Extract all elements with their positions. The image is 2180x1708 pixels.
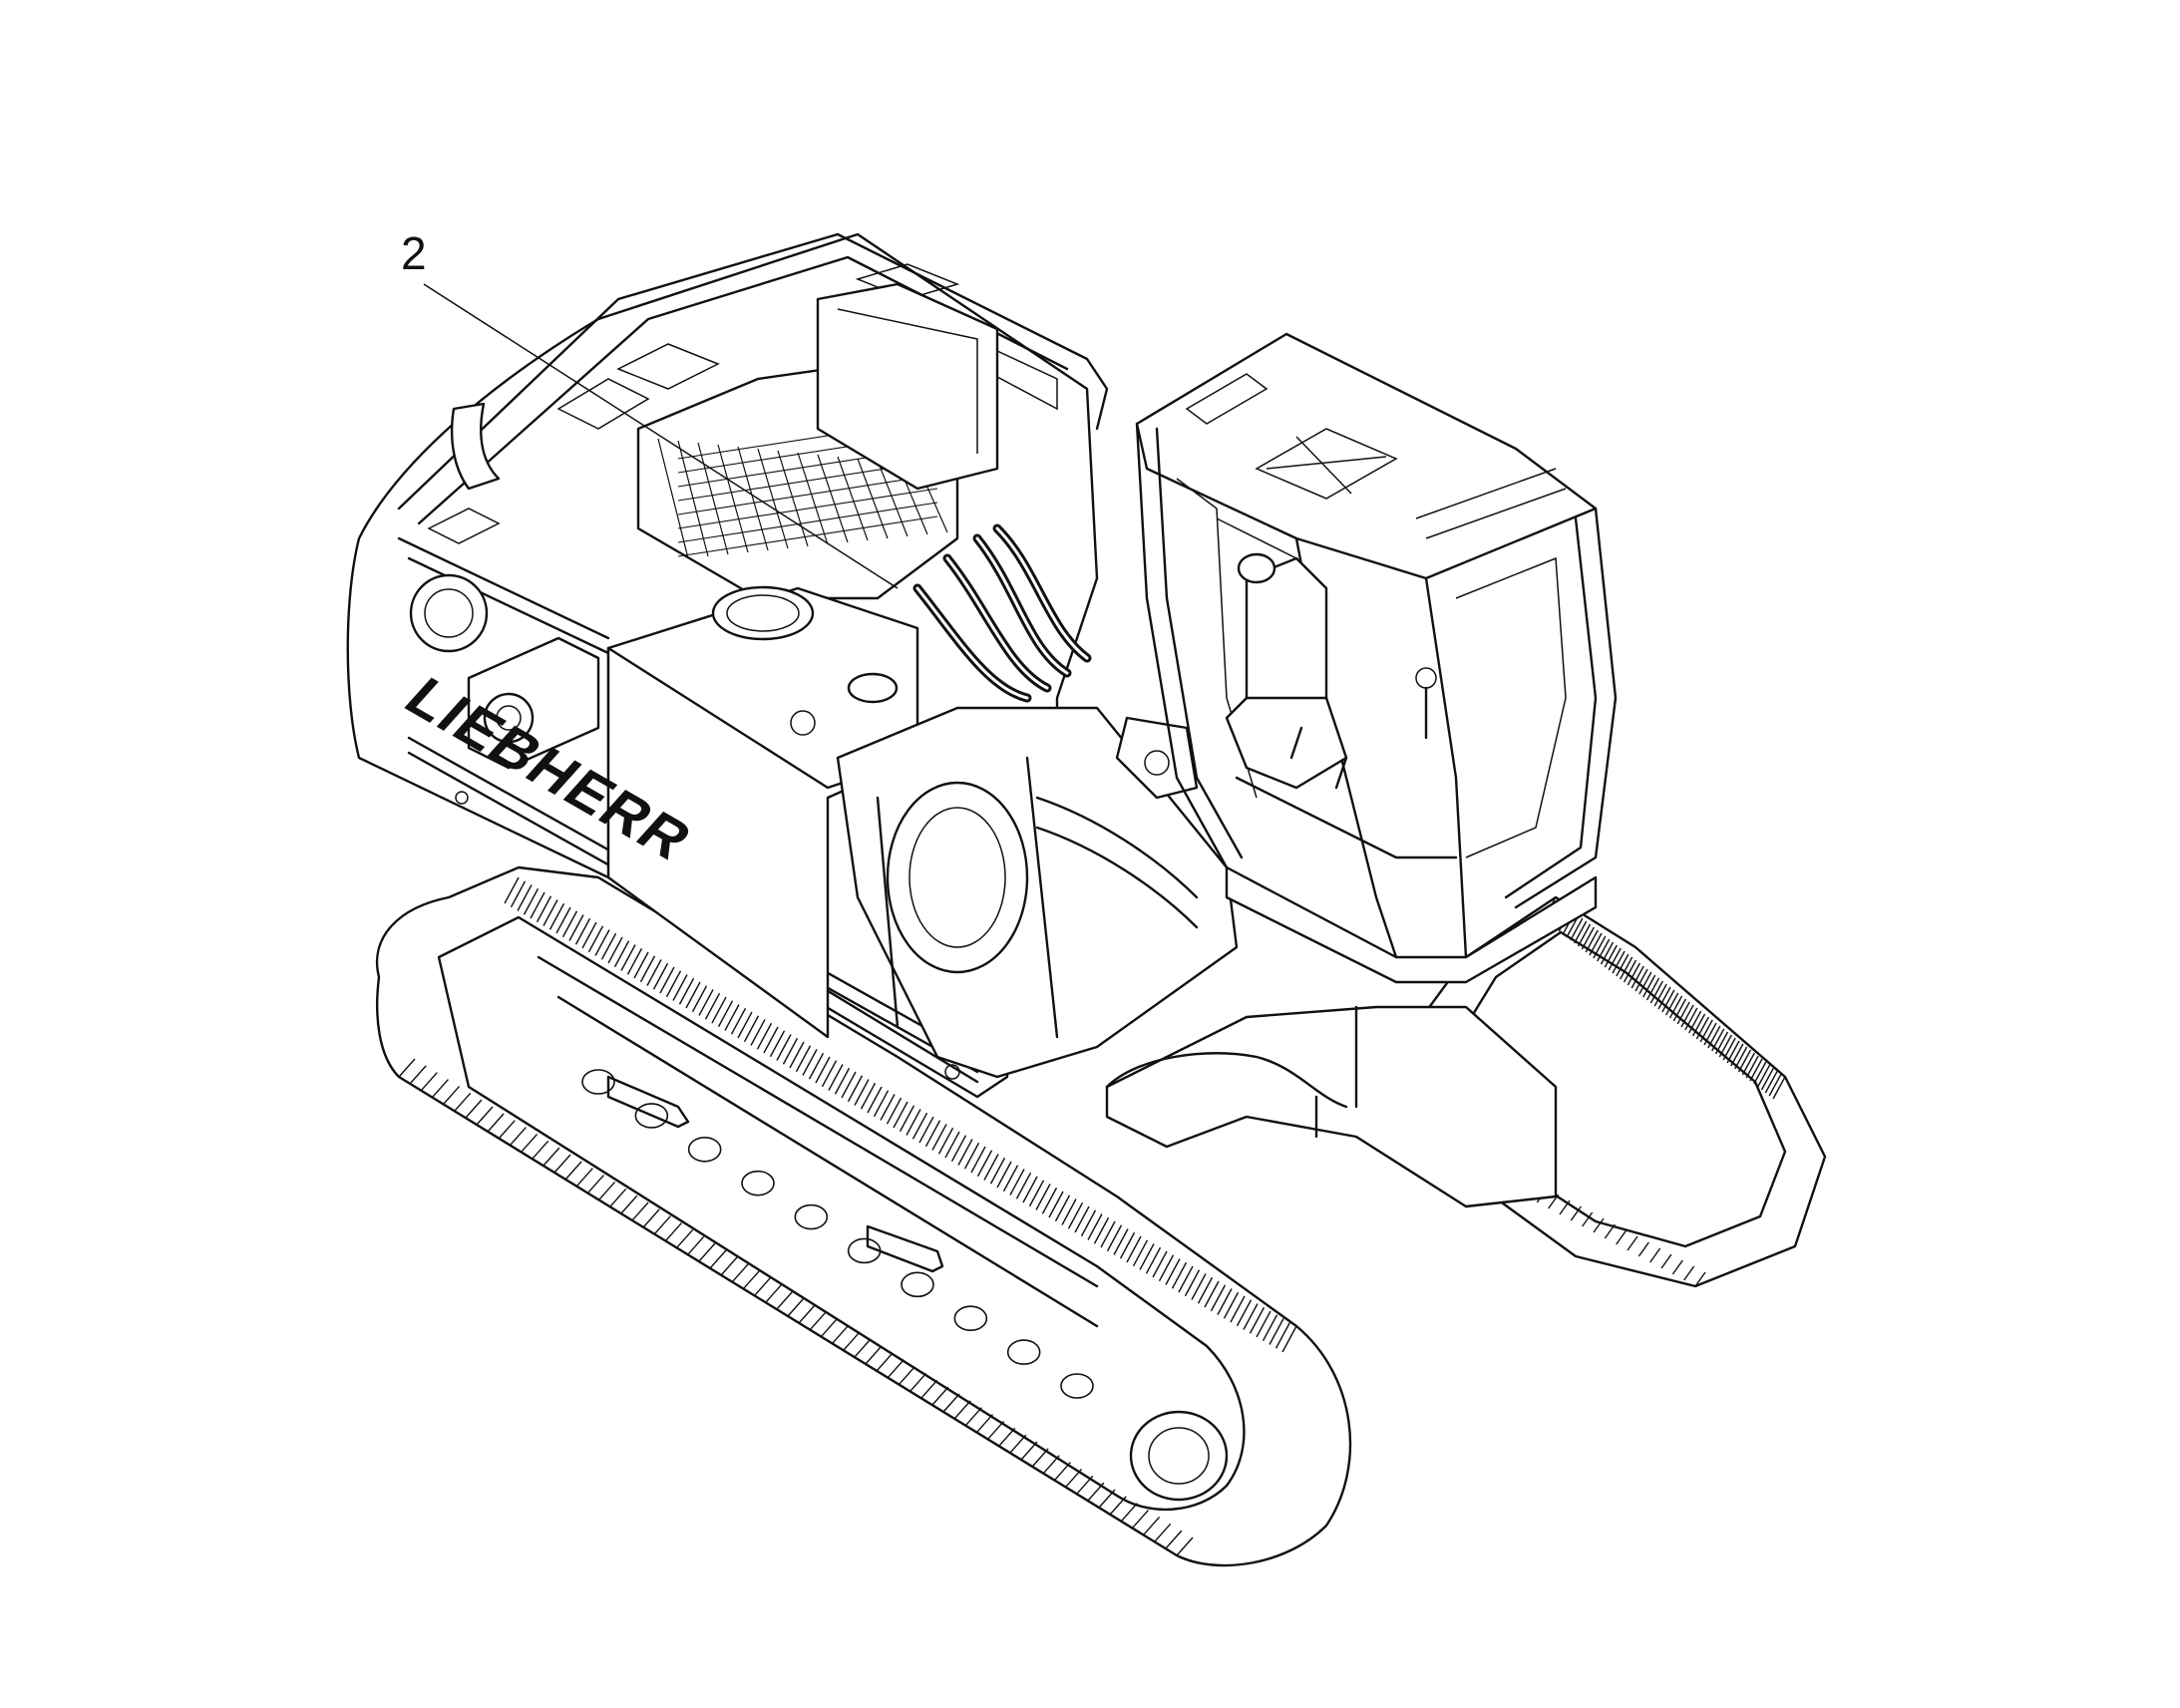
callout-2: 2 bbox=[401, 227, 899, 589]
hydraulic-tank bbox=[606, 585, 919, 1039]
hydraulic-hoses bbox=[912, 523, 1092, 703]
callout-label: 2 bbox=[401, 227, 427, 279]
right-track bbox=[1354, 895, 1827, 1288]
boom-mount bbox=[836, 706, 1239, 1079]
undercarriage-frame bbox=[1105, 1005, 1558, 1208]
engine-assembly bbox=[467, 282, 999, 770]
operator-cab bbox=[1135, 332, 1618, 984]
left-track bbox=[376, 865, 1352, 1567]
